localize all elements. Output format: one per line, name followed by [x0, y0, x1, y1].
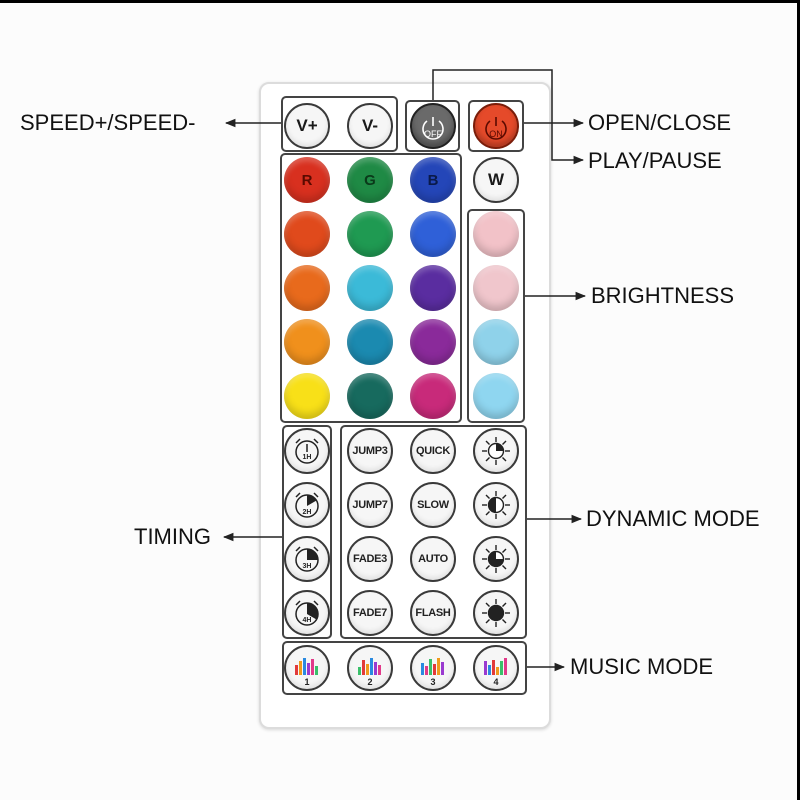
music-mode-1-label: 1	[304, 677, 310, 687]
color-button-violet[interactable]	[410, 319, 456, 365]
sun-icon	[482, 437, 510, 465]
color-group	[280, 153, 462, 423]
dynamic-brightness-2-button[interactable]	[473, 482, 519, 528]
color-button-orange-red[interactable]	[284, 211, 330, 257]
brightness-button-4[interactable]	[473, 373, 519, 419]
music-mode-4-button[interactable]: 4	[473, 645, 519, 691]
music-mode-3-button[interactable]: 3	[410, 645, 456, 691]
alarm-clock-icon: 3H	[295, 546, 319, 572]
slow-label: SLOW	[417, 499, 449, 511]
color-button-teal-blue[interactable]	[347, 319, 393, 365]
music-mode-group	[282, 641, 527, 695]
quick-label: QUICK	[416, 445, 450, 457]
off-button[interactable]: OFF	[410, 103, 456, 149]
svg-text:3H: 3H	[303, 563, 312, 570]
jump3-button[interactable]: JUMP3	[347, 428, 393, 474]
sun-icon	[482, 599, 510, 627]
color-button-purple[interactable]	[410, 265, 456, 311]
speed-group	[281, 96, 398, 152]
svg-text:2H: 2H	[303, 509, 312, 516]
frame-right-border	[797, 0, 800, 800]
speed-up-label: V+	[296, 116, 318, 135]
jump7-label: JUMP7	[352, 499, 388, 511]
music-mode-2-button[interactable]: 2	[347, 645, 393, 691]
color-button-magenta[interactable]	[410, 373, 456, 419]
speed-down-button[interactable]: V-	[347, 103, 393, 149]
timer-4h-button[interactable]: 4H	[284, 590, 330, 636]
speed-down-label: V-	[361, 116, 379, 135]
color-button-sky-blue[interactable]	[347, 265, 393, 311]
dynamic-brightness-4-button[interactable]	[473, 590, 519, 636]
equalizer-icon	[421, 658, 444, 675]
alarm-clock-icon: 1H	[295, 438, 319, 464]
svg-text:4H: 4H	[303, 617, 312, 624]
dynamic-brightness-1-button[interactable]	[473, 428, 519, 474]
callout-music-mode: MUSIC MODE	[570, 654, 713, 679]
jump7-button[interactable]: JUMP7	[347, 482, 393, 528]
timer-2h-button[interactable]: 2H	[284, 482, 330, 528]
music-mode-3-label: 3	[430, 677, 436, 687]
timing-group	[282, 425, 332, 639]
equalizer-icon	[358, 658, 381, 675]
red-label: R	[301, 171, 313, 189]
sun-icon	[482, 491, 510, 519]
alarm-clock-icon: 2H	[295, 492, 319, 518]
fade7-label: FADE7	[353, 607, 387, 619]
equalizer-icon	[484, 658, 507, 675]
dynamic-brightness-3-button[interactable]	[473, 536, 519, 582]
timer-1h-button[interactable]: 1H	[284, 428, 330, 474]
callout-timing: TIMING	[134, 524, 211, 549]
callout-play-pause: PLAY/PAUSE	[588, 148, 722, 173]
white-label: W	[487, 170, 505, 189]
callout-brightness: BRIGHTNESS	[591, 283, 735, 308]
speed-up-button[interactable]: V+	[284, 103, 330, 149]
brightness-button-1[interactable]	[473, 211, 519, 257]
brightness-group	[467, 209, 525, 423]
callout-speed: SPEED+/SPEED-	[20, 110, 196, 135]
music-mode-1-button[interactable]: 1	[284, 645, 330, 691]
blue-label: B	[427, 171, 439, 189]
callout-dynamic-mode: DYNAMIC MODE	[586, 506, 760, 531]
red-button[interactable]: R	[284, 157, 330, 203]
alarm-clock-icon: 4H	[295, 600, 319, 626]
fade3-button[interactable]: FADE3	[347, 536, 393, 582]
frame-top-border	[0, 0, 800, 3]
brightness-button-2[interactable]	[473, 265, 519, 311]
fade7-button[interactable]: FADE7	[347, 590, 393, 636]
dynamic-mode-group	[340, 425, 527, 639]
flash-button[interactable]: FLASH	[410, 590, 456, 636]
color-button-green[interactable]	[347, 211, 393, 257]
on-button[interactable]: ON	[473, 103, 519, 149]
green-label: G	[364, 171, 376, 189]
color-button-orange[interactable]	[284, 265, 330, 311]
equalizer-icon	[295, 658, 318, 675]
music-mode-4-label: 4	[493, 677, 499, 687]
flash-label: FLASH	[415, 607, 451, 619]
sun-icon	[482, 545, 510, 573]
music-mode-2-label: 2	[367, 677, 373, 687]
auto-label: AUTO	[418, 553, 448, 565]
quick-button[interactable]: QUICK	[410, 428, 456, 474]
color-button-dark-teal[interactable]	[347, 373, 393, 419]
blue-button[interactable]: B	[410, 157, 456, 203]
svg-text:1H: 1H	[303, 454, 312, 461]
white-button[interactable]: W	[473, 157, 519, 203]
fade3-label: FADE3	[353, 553, 387, 565]
color-button-royal-blue[interactable]	[410, 211, 456, 257]
slow-button[interactable]: SLOW	[410, 482, 456, 528]
off-label: OFF	[424, 129, 442, 139]
green-button[interactable]: G	[347, 157, 393, 203]
color-button-amber[interactable]	[284, 319, 330, 365]
on-label: ON	[489, 129, 503, 139]
color-button-yellow[interactable]	[284, 373, 330, 419]
callout-open-close: OPEN/CLOSE	[588, 110, 732, 135]
timer-3h-button[interactable]: 3H	[284, 536, 330, 582]
brightness-button-3[interactable]	[473, 319, 519, 365]
auto-button[interactable]: AUTO	[410, 536, 456, 582]
jump3-label: JUMP3	[352, 445, 388, 457]
